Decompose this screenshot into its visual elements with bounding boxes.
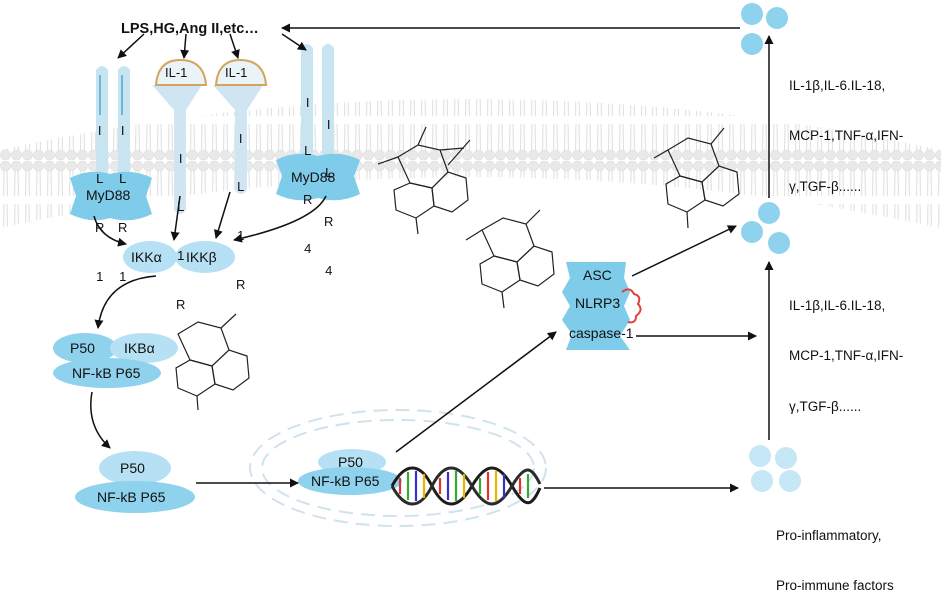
il1r-left-label: I L 1 R xyxy=(176,118,185,329)
pro-factors-label: Pro-inflammatory, Pro-immune factors xyxy=(776,494,894,612)
il1r-left-char: I xyxy=(178,150,183,166)
ilr4-left-char: 4 xyxy=(304,240,312,256)
cytokines-top-line: γ,TGF-β...... xyxy=(789,179,862,194)
ilr1-left-char: I xyxy=(97,122,102,138)
ilr4-left-char: I xyxy=(305,94,310,110)
il1r-left-char: 1 xyxy=(177,248,185,263)
il1r-right-char: R xyxy=(236,276,246,292)
cytokines-top-list: IL-1β,IL-6.IL-18, MCP-1,TNF-α,IFN- γ,TGF… xyxy=(789,44,903,213)
il1-ligand-left xyxy=(154,58,208,86)
il1r-right-char: I xyxy=(238,130,243,146)
p65-free-label: NF-kB P65 xyxy=(97,489,166,505)
ilr1-left-label: I L R 1 xyxy=(95,90,104,301)
nfkb-ikba-complex xyxy=(53,333,178,388)
myd88-right xyxy=(276,153,360,201)
ilr4-right-char: I xyxy=(326,116,331,132)
pro-factors-line: Pro-inflammatory, xyxy=(776,527,882,543)
pro-factor-cluster xyxy=(749,445,801,492)
cytokines-mid-list: IL-1β,IL-6.IL-18, MCP-1,TNF-α,IFN- γ,TGF… xyxy=(789,264,903,433)
ilr1-right-char: 1 xyxy=(119,268,127,284)
ikk-alpha-label: IKKα xyxy=(131,249,162,265)
myd88-right-label: MyD88 xyxy=(291,169,336,185)
ikk-beta-label: IKKβ xyxy=(186,249,217,265)
asc-label: ASC xyxy=(583,267,612,283)
il1r-receptor-left xyxy=(152,85,202,214)
cytokines-mid-line: γ,TGF-β...... xyxy=(789,399,862,414)
ilr1-left-char: 1 xyxy=(96,268,104,284)
pathway-diagram xyxy=(0,3,941,527)
il1-ligand-right xyxy=(214,58,268,86)
il1-ligand-right-label: IL-1 xyxy=(225,65,248,80)
pathway-arrows xyxy=(90,23,774,493)
il1r-right-label: I L 1 R xyxy=(236,98,245,309)
ilr4-right-char: R xyxy=(324,214,334,229)
nucleus-envelope xyxy=(249,409,547,527)
ilr4-right-char: 4 xyxy=(325,262,333,278)
il1r-receptor-right xyxy=(213,85,263,194)
ilr1-left-char: L xyxy=(96,171,104,187)
nfkb-free-complex xyxy=(75,451,195,513)
il1r-right-char: 1 xyxy=(237,228,245,243)
ikba-label: IKBα xyxy=(124,340,155,356)
ilr1-left-char: R xyxy=(95,220,105,235)
p50-complex-label: P50 xyxy=(70,340,95,356)
ilr1-receptor xyxy=(96,66,130,195)
drug-molecule-3 xyxy=(175,313,250,411)
ilr1-right-char: I xyxy=(120,122,125,138)
ilr4-left-label: I L R 4 xyxy=(303,62,312,273)
pro-factors-line: Pro-immune factors xyxy=(776,578,894,594)
il1r-right-char: L xyxy=(237,179,245,195)
ilr4-right-label: I L R 4 xyxy=(324,84,333,295)
il1r-left-char: L xyxy=(177,199,185,215)
ilr4-right-char: L xyxy=(325,165,333,181)
il1r-left-char: R xyxy=(176,296,186,312)
ilr1-right-label: I L R 1 xyxy=(118,90,127,301)
caspase1-label: caspase-1 xyxy=(569,325,634,341)
ilr4-left-char: L xyxy=(304,143,312,159)
cytokines-mid-line: IL-1β,IL-6.IL-18, xyxy=(789,297,886,313)
drug-molecule-2 xyxy=(465,209,555,309)
cytokines-top-line: MCP-1,TNF-α,IFN- xyxy=(789,128,904,144)
ilr1-right-char: R xyxy=(118,220,128,235)
p65-complex-label: NF-kB P65 xyxy=(72,365,141,381)
ilr1-right-char: L xyxy=(119,171,127,187)
drug-molecule-1 xyxy=(377,126,471,235)
dna-helix xyxy=(390,466,542,506)
drug-molecule-4 xyxy=(653,127,740,229)
p50-nuclear-label: P50 xyxy=(338,454,363,470)
p65-nuclear-label: NF-kB P65 xyxy=(311,473,380,489)
nfkb-nuclear-complex xyxy=(298,449,402,495)
cytokines-top-line: IL-1β,IL-6.IL-18, xyxy=(789,77,886,93)
myd88-left-label: MyD88 xyxy=(86,187,131,203)
cytokine-cluster-mid xyxy=(741,202,790,254)
inflammasome-complex xyxy=(562,262,642,350)
p50-free-label: P50 xyxy=(120,460,145,476)
il1-ligand-left-label: IL-1 xyxy=(165,65,188,80)
ikk-complex xyxy=(123,241,235,273)
ilr4-receptor xyxy=(301,44,334,178)
cytokines-mid-line: MCP-1,TNF-α,IFN- xyxy=(789,348,904,364)
ilr4-left-char: R xyxy=(303,192,313,207)
nlrp3-label: NLRP3 xyxy=(575,295,621,311)
stimuli-label: LPS,HG,Ang II,etc… xyxy=(121,21,259,37)
myd88-left xyxy=(70,171,152,221)
cytokine-cluster-top xyxy=(741,3,788,55)
